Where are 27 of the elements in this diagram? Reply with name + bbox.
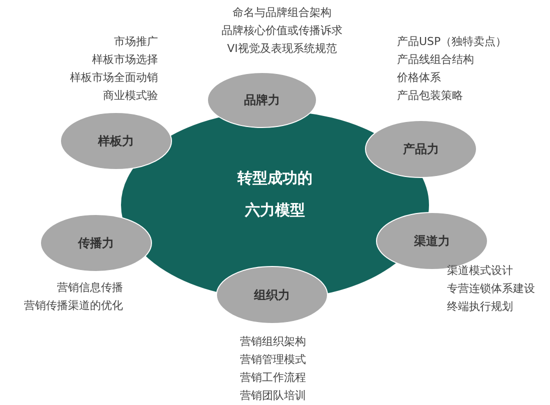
bullet-text: 渠道模式设计 <box>447 263 514 279</box>
bullet-text: VI视觉及表现系统规范 <box>226 41 338 57</box>
model-title: 转型成功的六力模型 <box>236 168 314 221</box>
bullet-text: 营销团队培训 <box>240 388 306 404</box>
force-label: 传播力 <box>76 235 115 252</box>
force-label: 样板力 <box>96 133 135 150</box>
bullet-text: 营销组织架构 <box>240 334 306 350</box>
bullet-text: 营销信息传播 <box>57 280 123 296</box>
force-label: 组织力 <box>252 287 291 304</box>
bullet-text: 营销工作流程 <box>240 370 306 386</box>
force-label: 渠道力 <box>413 233 451 250</box>
bullet-text: 样板市场选择 <box>91 52 158 68</box>
bullet-text: 产品线组合结构 <box>397 52 475 68</box>
bullet-text: 终端执行规划 <box>447 299 514 315</box>
bullet-text: 命名与品牌组合架构 <box>232 5 332 21</box>
force-label: 产品力 <box>402 141 440 158</box>
bullet-text: 样板市场全面动销 <box>70 70 158 86</box>
bullet-text: 品牌核心价值或传播诉求 <box>220 23 344 39</box>
bullet-text: 价格体系 <box>397 70 442 86</box>
bullet-text: 商业模式验 <box>102 88 158 104</box>
bullet-text: 营销传播渠道的优化 <box>24 298 123 314</box>
bullet-text: 专营连锁体系建设 <box>447 281 535 297</box>
bullet-text: 营销管理模式 <box>240 352 306 368</box>
bullet-text: 产品包装策略 <box>397 88 464 104</box>
bullet-text: 产品USP（独特卖点） <box>397 34 507 50</box>
bullet-text: 市场推广 <box>113 34 158 50</box>
force-label: 品牌力 <box>243 92 281 109</box>
